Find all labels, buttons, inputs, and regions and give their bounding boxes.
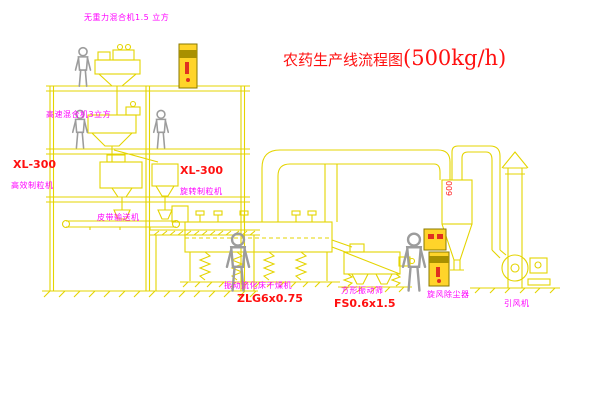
- gravity-mixer: [94, 43, 141, 115]
- title-text: 农药生产线流程图: [283, 51, 404, 69]
- belt-roller: [61, 219, 71, 229]
- control-cabinet-top: [178, 43, 198, 89]
- page-title: 农药生产线流程图(500kg/h): [283, 46, 506, 70]
- label-granulator-right-model: XL-300: [180, 164, 224, 177]
- vibrating-screen: [331, 239, 416, 293]
- label-belt-conveyor: 皮带输送机: [97, 213, 140, 222]
- control-box-mid: [423, 228, 447, 251]
- spring: [294, 251, 308, 281]
- label-screen-name: 方形振动筛: [341, 286, 384, 295]
- building-frame: [42, 85, 260, 298]
- indicator-light: [186, 78, 190, 82]
- label-granulator-left-model: XL-300: [13, 158, 57, 171]
- label-dryer-model: ZLG6x0.75: [237, 292, 303, 305]
- indicator-light: [437, 234, 443, 239]
- spring: [262, 251, 276, 281]
- label-cyclone-name: 旋风除尘器: [427, 290, 470, 299]
- spring: [198, 251, 212, 281]
- fluid-bed-dryer: [171, 205, 340, 288]
- control-cabinet-right: [428, 251, 450, 287]
- worker-second-floor-right: [152, 109, 170, 149]
- motor-pulley: [116, 43, 124, 51]
- fan-hub: [510, 263, 520, 273]
- exhaust-stack: [501, 151, 529, 288]
- spring: [342, 273, 402, 287]
- cyclone-separator: [441, 145, 501, 271]
- fan-motor: [529, 257, 548, 274]
- granulator-right: [151, 163, 179, 220]
- duct-size-label: 600: [445, 181, 454, 196]
- label-speed-mixer: 高速混合机3立方: [46, 110, 112, 119]
- dryer-inlet: [171, 205, 189, 223]
- title-capacity: (500kg/h): [403, 46, 507, 70]
- indicator-light: [428, 234, 434, 239]
- indicator-light: [436, 267, 440, 277]
- worker-top-floor: [74, 46, 92, 88]
- fan-casing: [501, 254, 529, 282]
- indicator-light: [437, 279, 441, 283]
- duct-system: [261, 149, 451, 222]
- motor-pulley: [129, 100, 137, 108]
- label-granulator-left-name: 高效制粒机: [11, 181, 54, 190]
- fan-base: [527, 278, 551, 286]
- high-speed-mixer: [87, 100, 159, 163]
- rain-cap: [501, 151, 529, 169]
- screen-inlet: [349, 243, 365, 253]
- label-screen-model: FS0.6x1.5: [334, 297, 396, 310]
- label-dryer-name: 振动流化床干燥机: [224, 281, 292, 290]
- belt-conveyor: [61, 219, 181, 230]
- label-fan-name: 引风机: [504, 299, 530, 308]
- induced-draft-fan: [470, 249, 560, 294]
- belt-roller: [171, 219, 181, 229]
- motor-pulley: [124, 43, 132, 51]
- indicator-light: [185, 62, 189, 74]
- worker-figures: [71, 46, 427, 292]
- label-granulator-right-name: 旋转制粒机: [180, 187, 223, 196]
- granulator-left: [99, 154, 143, 220]
- label-gravity-mixer: 无重力混合机1.5 立方: [84, 13, 170, 22]
